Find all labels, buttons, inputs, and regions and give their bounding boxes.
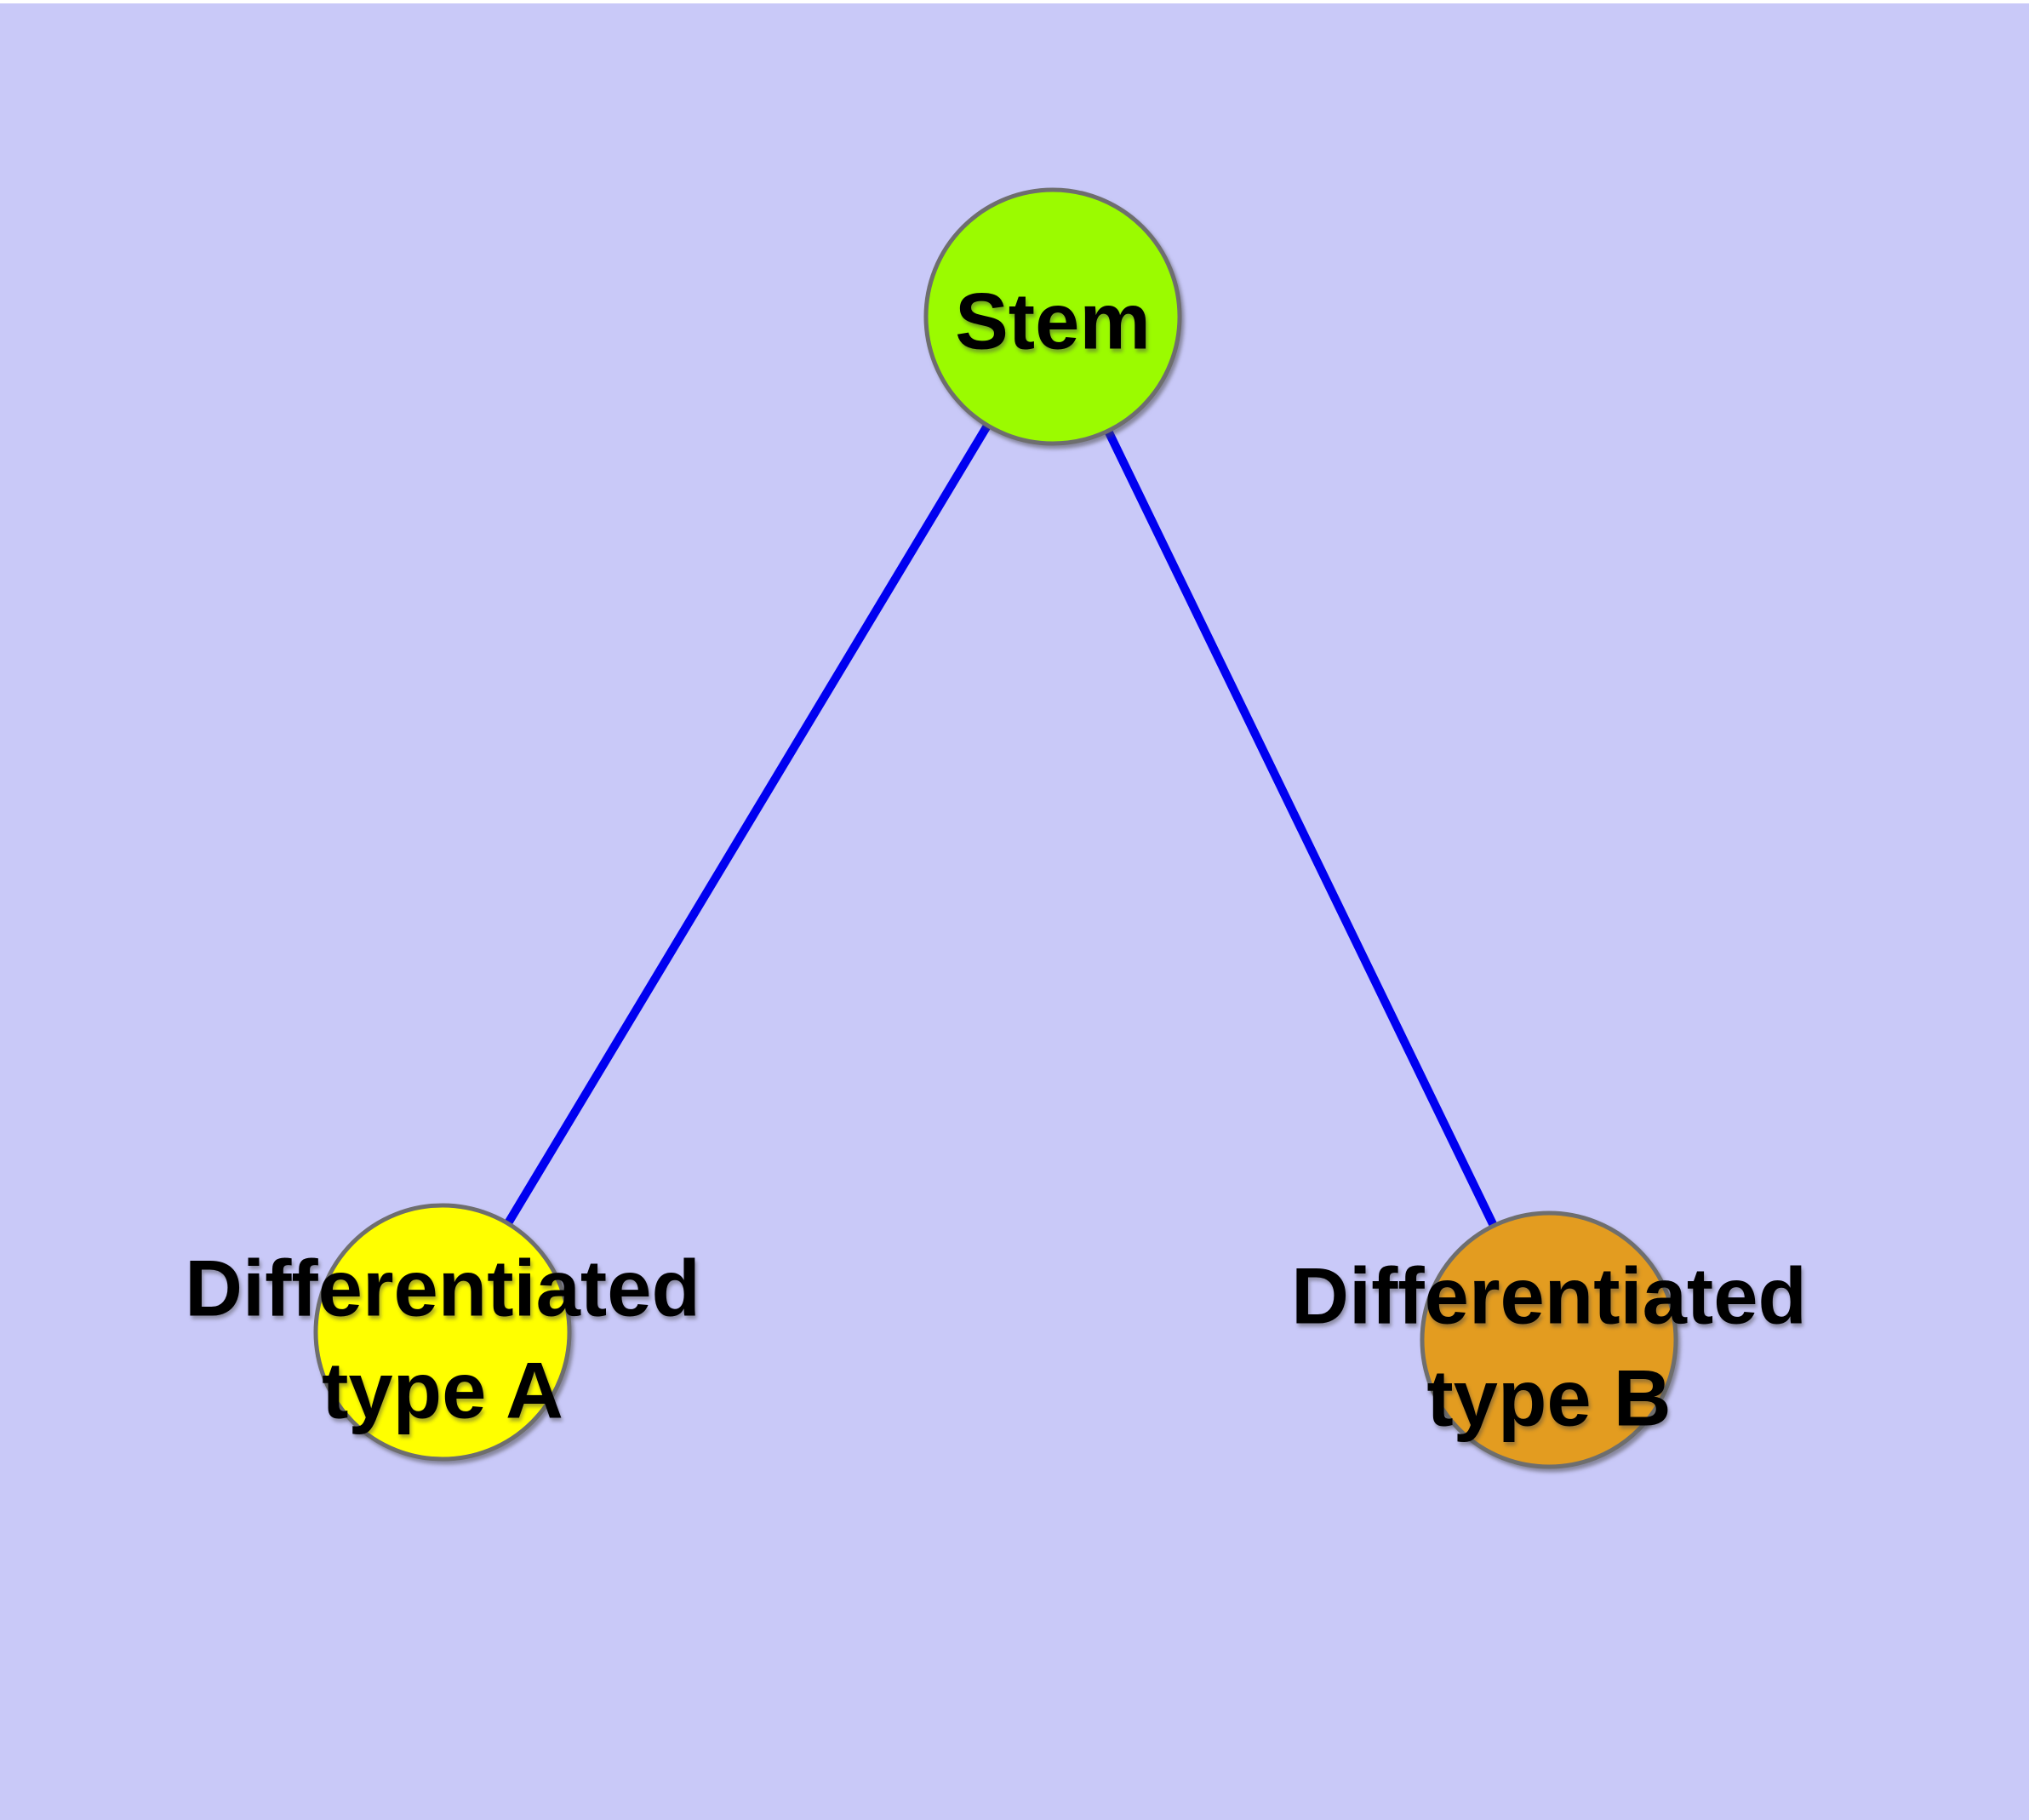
node-type-b-circle: [1420, 1210, 1678, 1469]
node-type-b-label-line1: Differentiated: [1291, 1251, 1807, 1341]
nodes-group: Stem Differentiated type A Differentiate…: [185, 187, 1807, 1469]
node-type-a: Differentiated type A: [185, 1203, 700, 1462]
edge-stem-to-type-b: [1049, 314, 1553, 1342]
node-type-b-label-line2: type B: [1426, 1354, 1671, 1443]
node-type-a-label-line2: type A: [322, 1346, 563, 1435]
node-type-a-circle: [313, 1203, 572, 1462]
node-stem-label: Stem: [955, 277, 1151, 366]
edges-group: [438, 314, 1553, 1342]
node-type-b: Differentiated type B: [1291, 1210, 1807, 1469]
node-stem: Stem: [923, 187, 1182, 446]
edge-stem-to-type-a: [438, 314, 1057, 1335]
node-stem-circle: [923, 187, 1182, 446]
node-type-a-label-line1: Differentiated: [185, 1244, 700, 1333]
